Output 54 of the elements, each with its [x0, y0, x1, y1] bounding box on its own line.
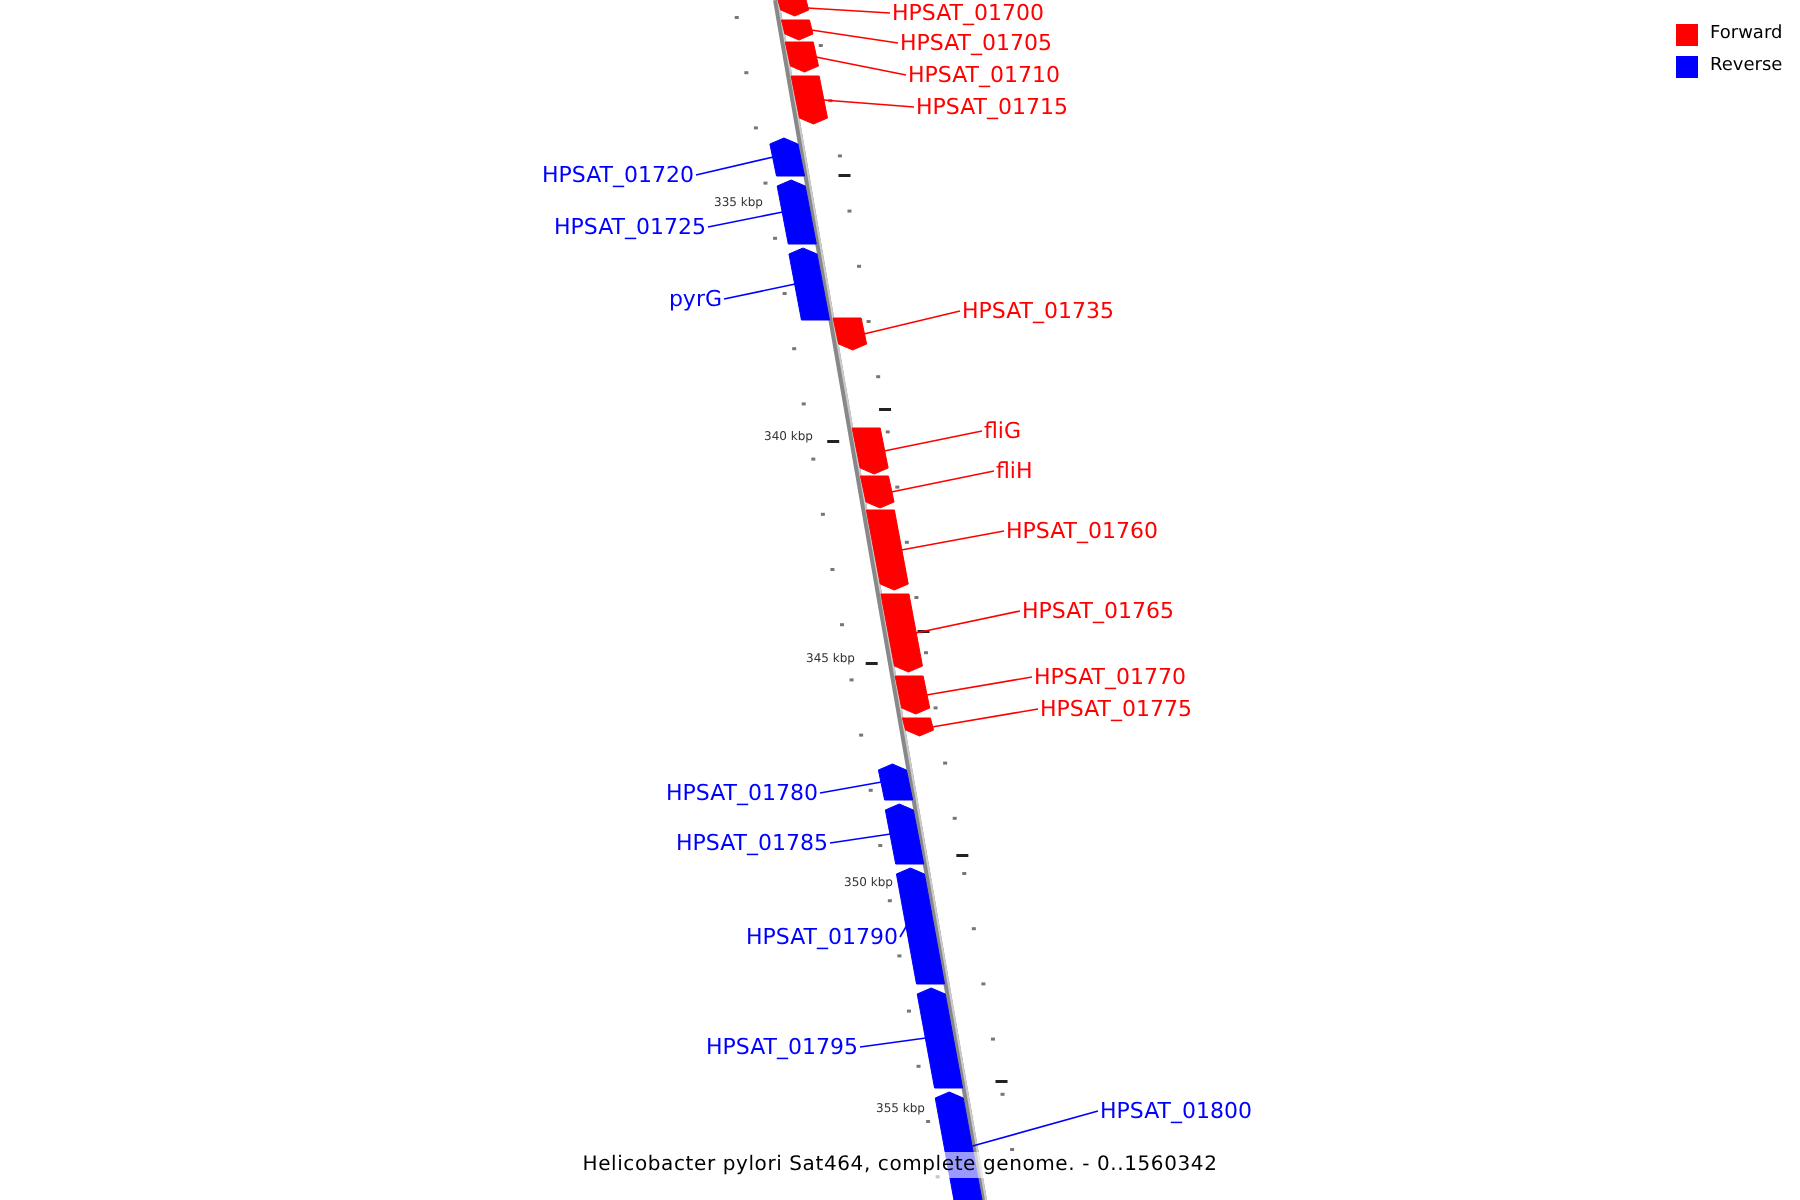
gene-arrow-block	[884, 803, 925, 865]
leader-line	[810, 29, 899, 44]
gene-label: HPSAT_01770	[1034, 664, 1186, 690]
gene-label: pyrG	[668, 286, 722, 312]
legend-label: Reverse	[1710, 56, 1783, 76]
gene-label: HPSAT_01760	[1006, 518, 1158, 544]
gene-arrow-block	[790, 75, 828, 125]
gene-label: HPSAT_01785	[676, 830, 828, 856]
leader-line	[819, 781, 883, 794]
leader-line	[931, 708, 1039, 728]
leader-line	[890, 470, 995, 493]
gene-arrow-block	[916, 987, 964, 1089]
leader-line	[723, 283, 796, 300]
leader-line	[971, 1110, 1099, 1147]
gene-label: HPSAT_01735	[962, 298, 1114, 324]
gene-label: HPSAT_01795	[706, 1034, 858, 1060]
gene-arrow-block	[851, 427, 889, 475]
gene-arrow-block	[901, 717, 935, 737]
gene-arrow-block	[860, 475, 895, 509]
gene-arrow-block	[769, 137, 805, 177]
leader-line	[900, 530, 1005, 551]
leader-line	[863, 310, 961, 335]
gene-arrow-block	[788, 247, 830, 321]
gene-label: HPSAT_01700	[892, 0, 1044, 26]
leader-line	[695, 156, 774, 176]
leader-line	[883, 430, 983, 452]
gene-label: HPSAT_01705	[900, 30, 1052, 56]
gene-label: fliH	[996, 458, 1033, 484]
leader-line	[829, 833, 892, 844]
gene-label: HPSAT_01780	[666, 780, 818, 806]
gene-label: HPSAT_01800	[1100, 1098, 1252, 1124]
gene-arrow-block	[877, 763, 914, 801]
gene-label: fliG	[984, 418, 1022, 444]
gene-label: HPSAT_01720	[542, 162, 694, 188]
leader-line	[899, 925, 908, 938]
gene-arrow-block	[780, 19, 814, 41]
leader-line	[925, 676, 1033, 696]
leader-line	[822, 99, 915, 108]
gene-label: HPSAT_01790	[746, 924, 898, 950]
gene-arrow-block	[776, 179, 817, 245]
gene-label: HPSAT_01725	[554, 214, 706, 240]
leader-line	[815, 56, 907, 76]
leader-line	[707, 211, 784, 228]
gene-label: HPSAT_01710	[908, 62, 1060, 88]
gene-arrow-block	[777, 0, 810, 17]
gene-label: HPSAT_01765	[1022, 598, 1174, 624]
leader-line	[914, 610, 1021, 634]
leader-line	[806, 7, 891, 14]
gene-arrow-block	[832, 317, 868, 351]
legend-label: Forward	[1710, 24, 1783, 44]
gene-label: HPSAT_01715	[916, 94, 1068, 120]
gene-label: HPSAT_01775	[1040, 696, 1192, 722]
gene-arrow-block	[784, 41, 819, 73]
leader-line	[859, 1037, 927, 1048]
